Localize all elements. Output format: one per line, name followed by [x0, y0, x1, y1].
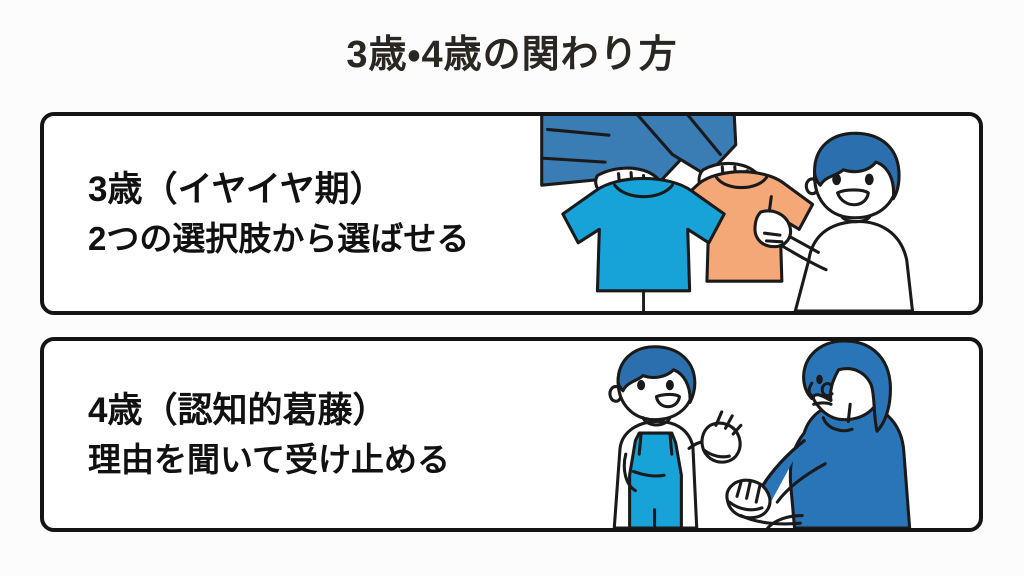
page-title: 3歳・4歳の関わり方 — [346, 34, 678, 76]
card-age-4-heading: 4歳（認知的葛藤） — [88, 390, 388, 430]
card-age-4-text-block: 4歳（認知的葛藤） 理由を聞いて受け止める — [88, 341, 450, 528]
card-age-4-subheading: 理由を聞いて受け止める — [88, 440, 451, 478]
parent-offering-two-shirts-child-pointing-illustration — [529, 116, 979, 311]
card-age-3-subheading: 2つの選択肢から選ばせる — [88, 219, 470, 257]
card-age-3-text-block: 3歳（イヤイヤ期） 2つの選択肢から選ばせる — [88, 116, 469, 311]
card-age-4: 4歳（認知的葛藤） 理由を聞いて受け止める — [40, 337, 983, 532]
card-age-3: 3歳（イヤイヤ期） 2つの選択肢から選ばせる — [40, 112, 983, 315]
child-talking-to-crouching-parent-illustration — [589, 341, 979, 528]
card-age-3-heading: 3歳（イヤイヤ期） — [88, 169, 385, 209]
